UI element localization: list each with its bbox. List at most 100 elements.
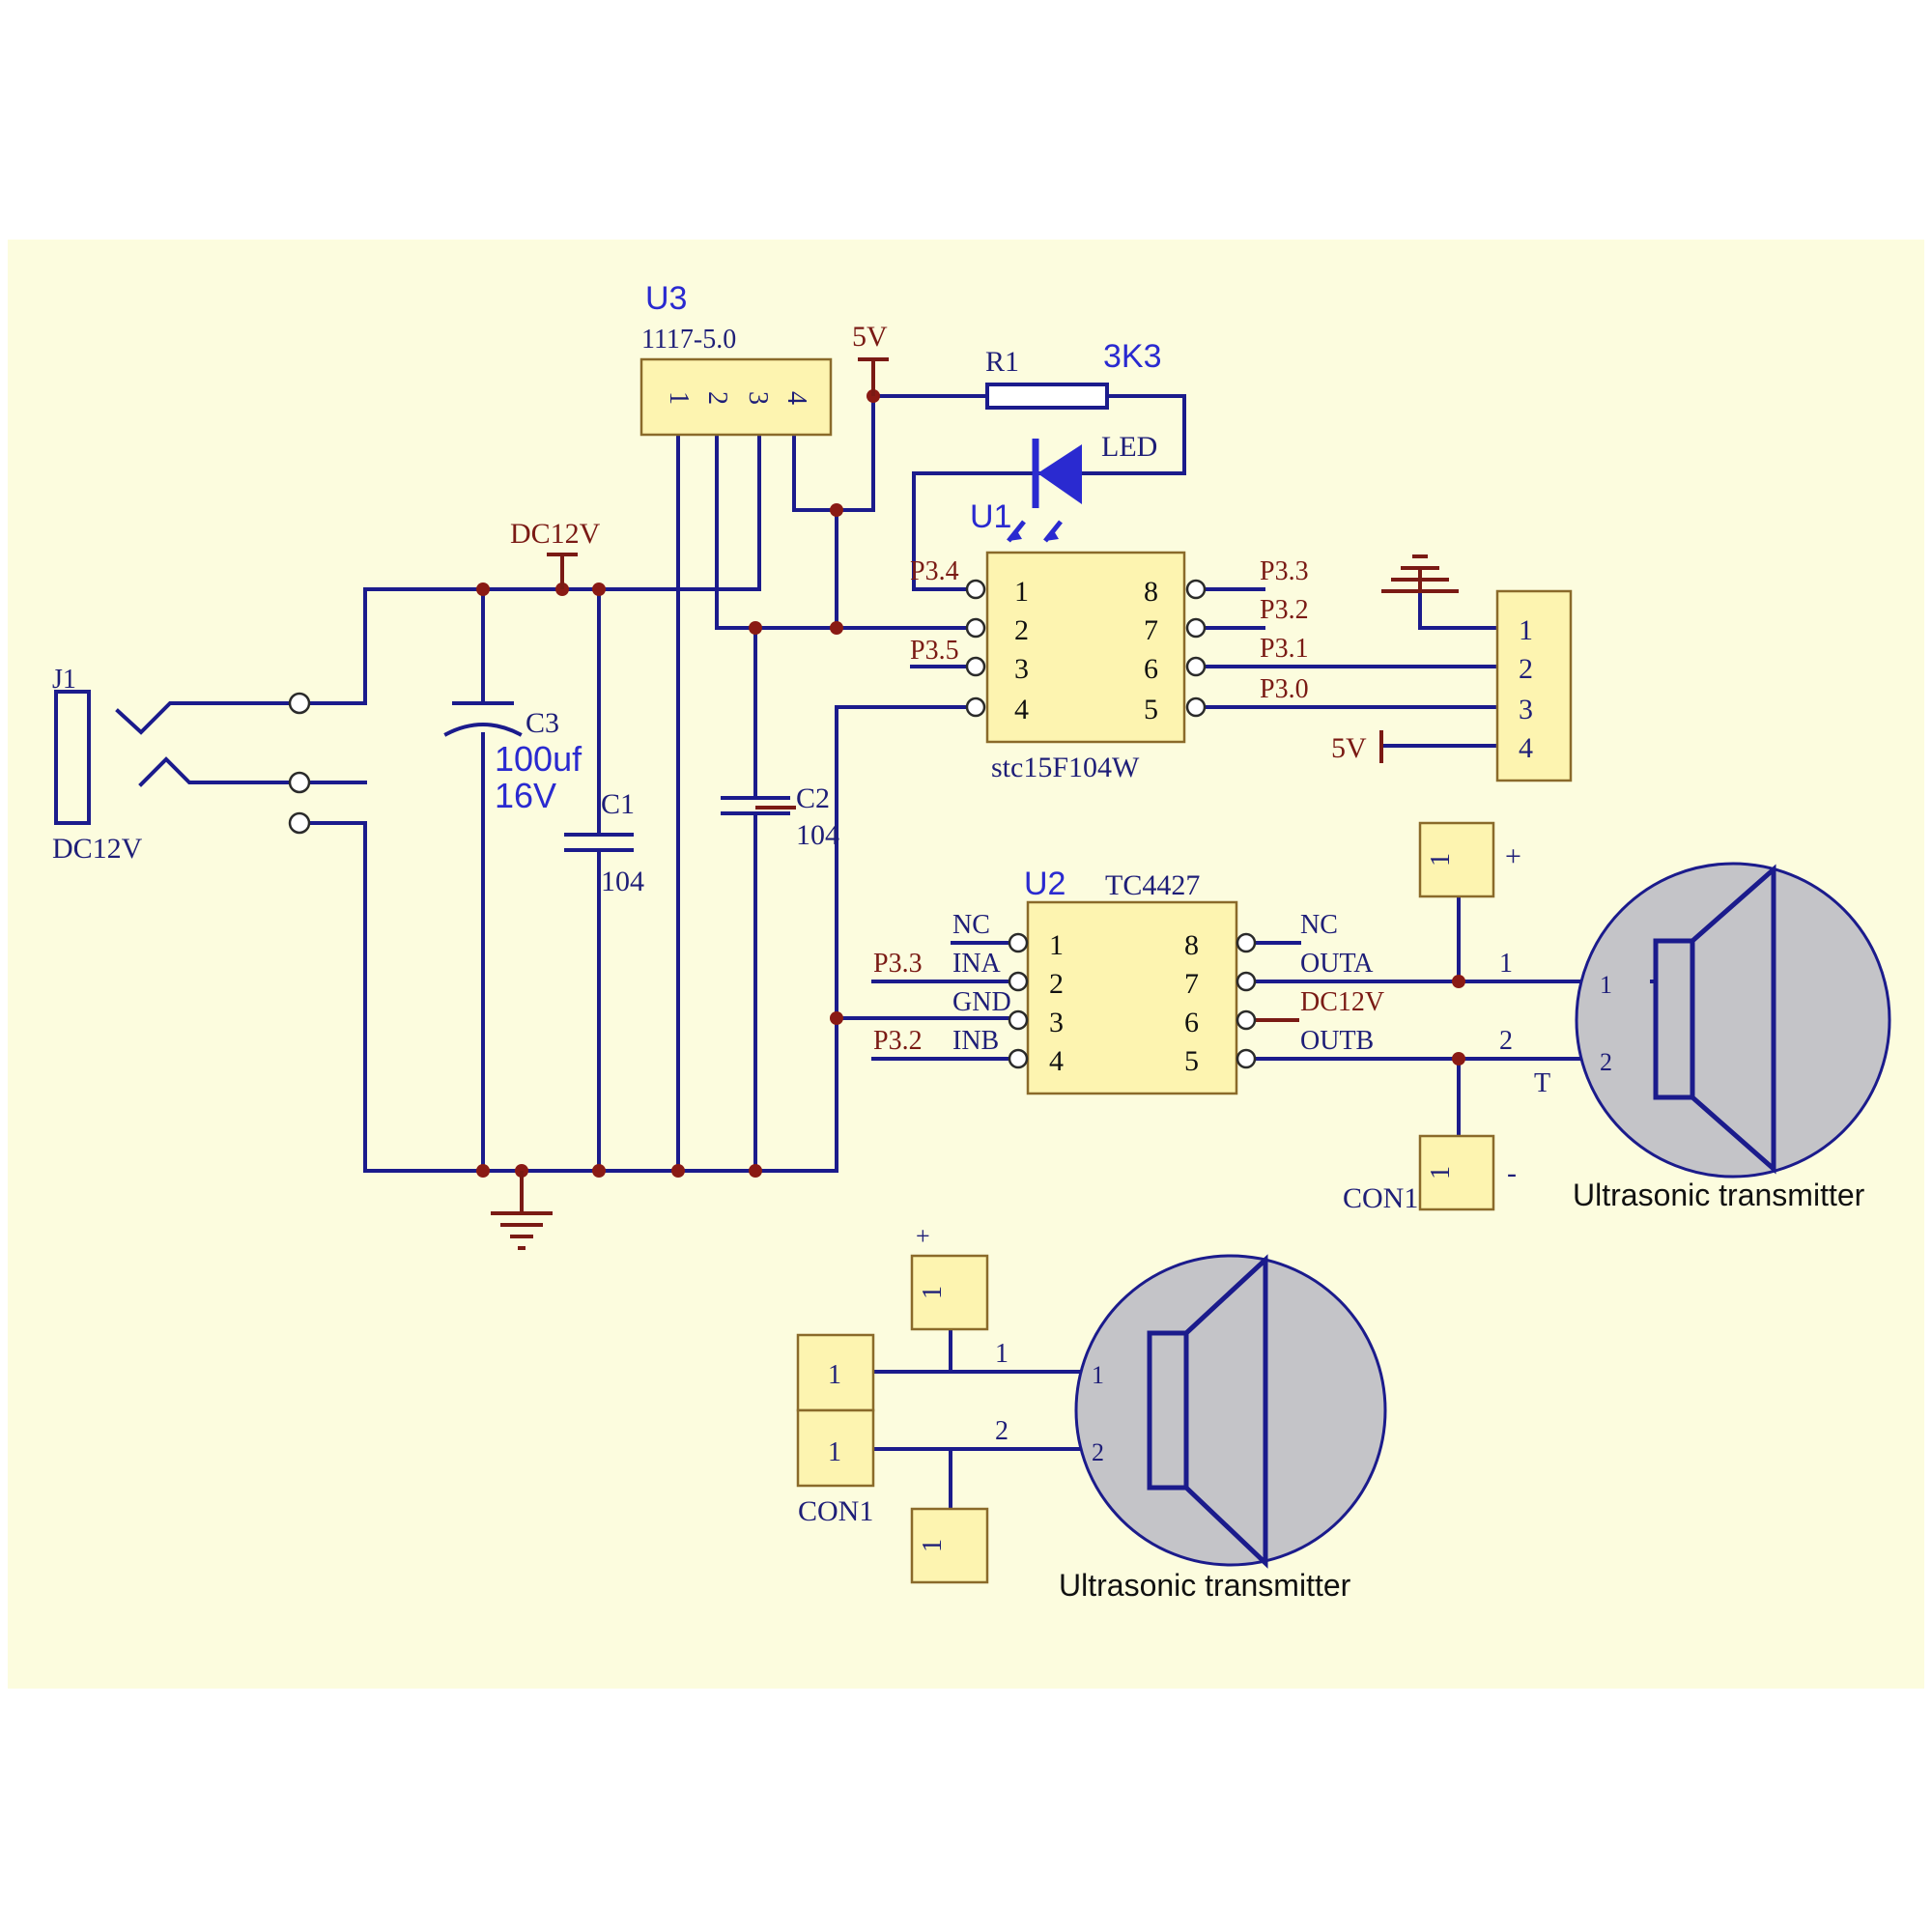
capacitor-c1: C1 104 — [564, 788, 644, 897]
u1-pin-6: 6 — [1144, 653, 1158, 685]
u2-ref: U2 — [1024, 866, 1065, 902]
capacitor-c2: C2 104 — [721, 782, 839, 851]
lower-speaker-pin-2: 2 — [1092, 1438, 1104, 1466]
u1-net-p32: P3.2 — [1260, 595, 1309, 625]
u2-pin-1: 1 — [1049, 929, 1064, 961]
u2-name-outb: OUTB — [1300, 1026, 1374, 1056]
lower-plus-pad-label: 1 — [918, 1286, 948, 1299]
driver-u2: U2 TC4427 1 2 3 4 8 7 6 5 NC INA GND INB… — [873, 866, 1384, 1095]
c3-value-line2: 16V — [495, 776, 556, 815]
u2-name-gnd: GND — [952, 987, 1011, 1017]
upper-con-ref: CON1 — [1343, 1182, 1418, 1214]
resistor-r1: R1 3K3 — [985, 338, 1162, 410]
u2-net-p32: P3.2 — [873, 1026, 923, 1056]
lower-wire-label-1: 1 — [995, 1339, 1009, 1369]
c1-value: 104 — [601, 866, 644, 897]
programming-header: 1 2 3 4 — [1495, 589, 1573, 782]
u1-pin-2: 2 — [1014, 614, 1029, 646]
header-pin-1: 1 — [1519, 614, 1533, 646]
upper-plus-sign: + — [1505, 840, 1521, 872]
u3-pin-3: 3 — [743, 391, 773, 405]
u2-pin-5: 5 — [1184, 1045, 1199, 1077]
lower-ultrasonic-transmitter: 1 2 Ultrasonic transmitter — [1059, 1254, 1387, 1603]
lower-plus-sign: + — [916, 1222, 930, 1250]
u3-pin-1: 1 — [664, 391, 694, 405]
mcu-u1: U1 stc15F104W 1 2 3 4 8 7 6 5 P3.4 P3.5 … — [910, 498, 1309, 783]
u1-pin-4: 4 — [1014, 694, 1029, 725]
lower-speaker-pin-1: 1 — [1092, 1361, 1104, 1389]
header-pin-2: 2 — [1519, 653, 1533, 685]
c3-ref: C3 — [526, 707, 559, 739]
header-5v-symbol: 5V — [1331, 730, 1383, 764]
upper-wire-label-1: 1 — [1499, 949, 1513, 979]
upper-speaker-pin-2: 2 — [1600, 1048, 1612, 1076]
dc-jack-j1: J1 DC12V — [52, 665, 311, 865]
lower-con-pad-1: 1 — [828, 1360, 841, 1390]
header-ground-symbol — [1381, 554, 1459, 593]
lower-speaker-label: Ultrasonic transmitter — [1059, 1568, 1351, 1603]
upper-plus-pad-label: 1 — [1426, 853, 1456, 867]
u2-pin-4: 4 — [1049, 1045, 1064, 1077]
u2-pin-3: 3 — [1049, 1007, 1064, 1038]
u2-pin-2: 2 — [1049, 968, 1064, 1000]
lower-output-connector: 1 1 1 1 + CON1 1 2 — [796, 1222, 1009, 1584]
u2-part: TC4427 — [1105, 869, 1200, 901]
u1-pin-7: 7 — [1144, 614, 1158, 646]
lower-minus-pad-label: 1 — [918, 1539, 948, 1552]
c1-ref: C1 — [601, 788, 635, 820]
lower-con-pad-2: 1 — [828, 1437, 841, 1467]
c2-value: 104 — [796, 819, 839, 851]
j1-ref: J1 — [52, 665, 76, 695]
r1-ref: R1 — [985, 346, 1019, 378]
upper-speaker-pin-1: 1 — [1600, 971, 1612, 999]
u2-name-outa: OUTA — [1300, 949, 1374, 979]
led-label: LED — [1101, 431, 1157, 463]
u2-net-p33: P3.3 — [873, 949, 923, 979]
u1-part: stc15F104W — [991, 752, 1140, 783]
lower-wire-label-2: 2 — [995, 1416, 1009, 1446]
vcc-5v-symbol: 5V — [852, 321, 889, 396]
upper-minus-pad-label: 1 — [1426, 1166, 1456, 1179]
lower-con-ref: CON1 — [798, 1495, 873, 1527]
c3-value-line1: 100uf — [495, 739, 582, 779]
led-d1: LED — [987, 431, 1157, 543]
regulator-u3: U3 1117-5.0 1 2 3 4 — [639, 280, 833, 437]
u1-pin-5: 5 — [1144, 694, 1158, 725]
u1-net-p35: P3.5 — [910, 636, 959, 666]
upper-t-label: T — [1534, 1068, 1550, 1098]
header-pin-4: 4 — [1519, 732, 1533, 764]
u1-net-p33: P3.3 — [1260, 556, 1309, 586]
u2-name-ina: INA — [952, 949, 1002, 979]
u2-name-dc12v: DC12V — [1300, 987, 1384, 1017]
header-5v-label: 5V — [1331, 732, 1367, 764]
upper-output-connector: 1 1 + - CON1 1 2 T — [1343, 821, 1550, 1214]
u3-ref: U3 — [645, 280, 687, 317]
upper-minus-sign: - — [1507, 1157, 1517, 1189]
u1-ref: U1 — [970, 498, 1011, 535]
capacitor-c3: C3 100uf 16V — [443, 701, 582, 815]
dc12v-net-label: DC12V — [510, 518, 601, 550]
j1-label: DC12V — [52, 833, 143, 865]
u3-part: 1117-5.0 — [641, 325, 736, 355]
u2-pin-7: 7 — [1184, 968, 1199, 1000]
junctions — [476, 389, 1465, 1178]
u1-net-p34: P3.4 — [910, 556, 959, 586]
u2-name-nc-left: NC — [952, 910, 990, 940]
u1-net-p31: P3.1 — [1260, 634, 1309, 664]
u1-net-p30: P3.0 — [1260, 674, 1309, 704]
u1-pin-3: 3 — [1014, 653, 1029, 685]
dc12v-power-symbol: DC12V — [510, 518, 601, 589]
r1-value: 3K3 — [1103, 338, 1162, 375]
u2-pin-6: 6 — [1184, 1007, 1199, 1038]
c2-ref: C2 — [796, 782, 830, 814]
upper-wire-label-2: 2 — [1499, 1026, 1513, 1056]
upper-speaker-label: Ultrasonic transmitter — [1573, 1178, 1865, 1212]
ground-symbol — [491, 1171, 553, 1250]
u2-pin-8: 8 — [1184, 929, 1199, 961]
header-pin-3: 3 — [1519, 694, 1533, 725]
5v-net-label: 5V — [852, 321, 888, 353]
u2-name-inb: INB — [952, 1026, 999, 1056]
upper-ultrasonic-transmitter: 1 2 Ultrasonic transmitter — [1573, 862, 1891, 1212]
u3-pin-2: 2 — [702, 391, 732, 405]
